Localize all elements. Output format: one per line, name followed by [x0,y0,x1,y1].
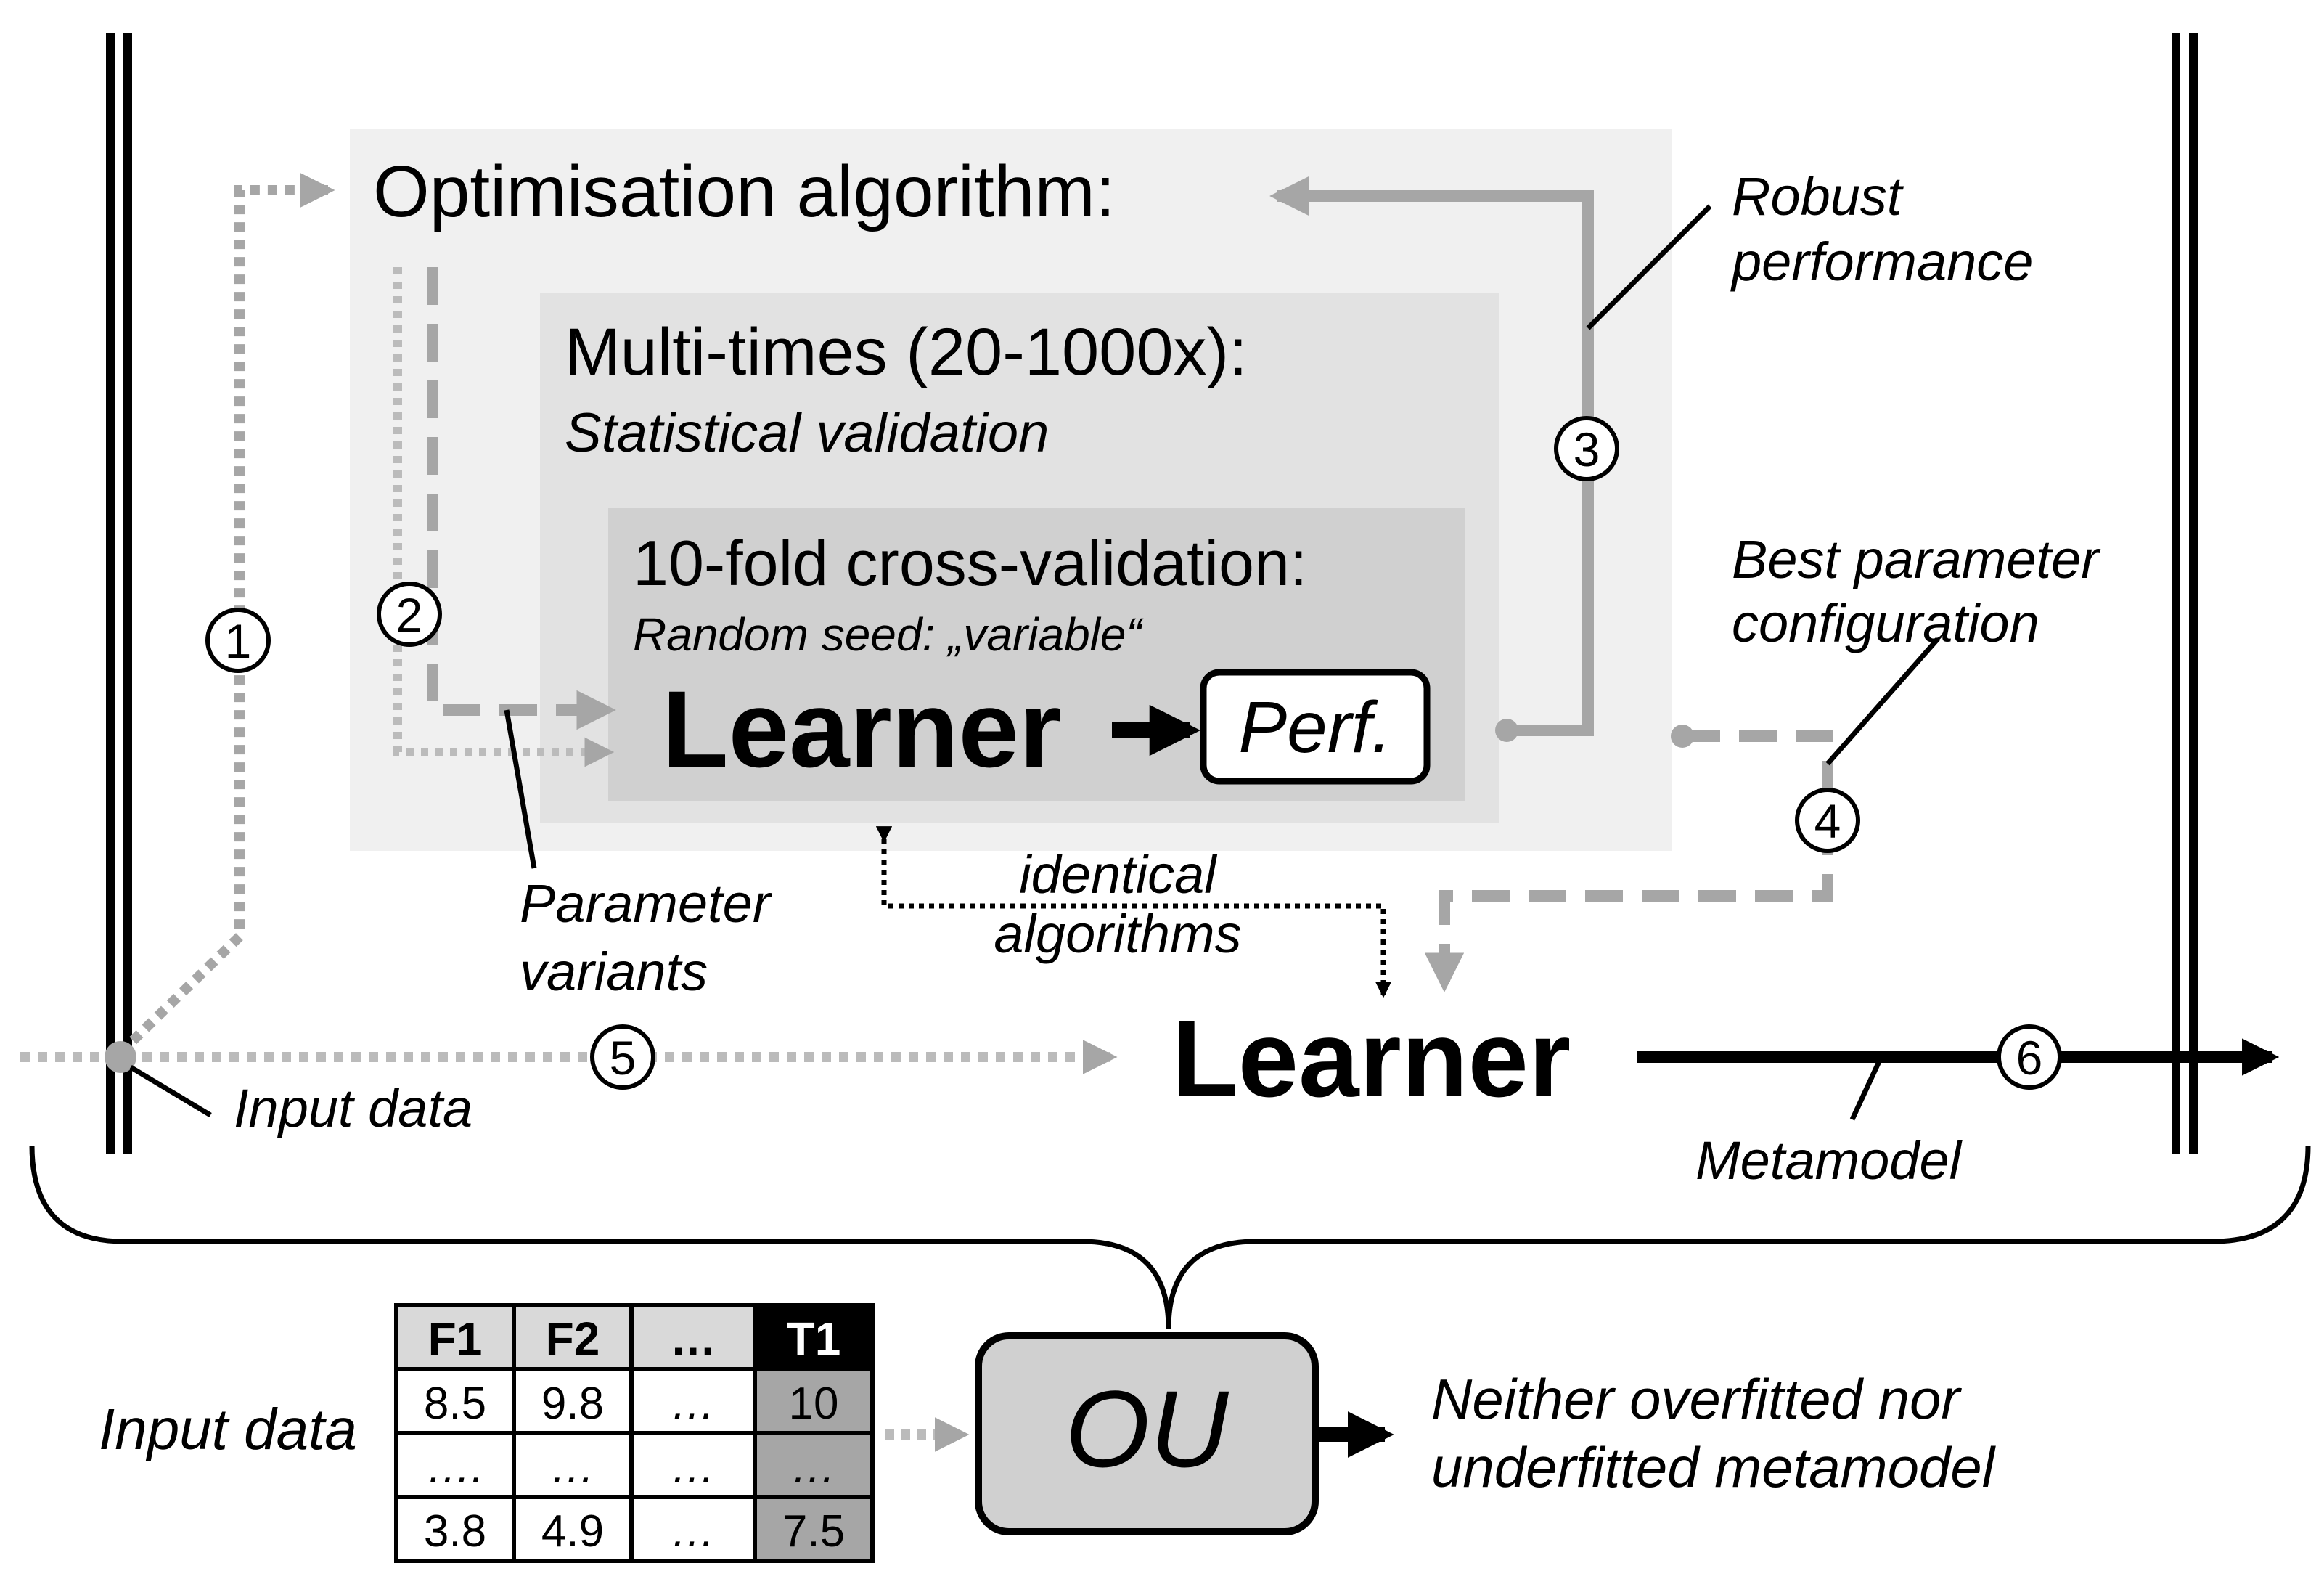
final-learner-label: Learner [1171,998,1571,1119]
input-data-table: F1 F2 … T1 8.5 9.8 … 10 …. … … … 3.8 4.9… [394,1303,875,1563]
step-2-label: 2 [396,588,423,642]
table-cell: … [550,1443,595,1493]
perf-label: Perf. [1238,687,1391,768]
grouping-brace [29,1145,2311,1329]
input-data-annotation: Input data [234,1078,472,1138]
result-label-1: Neither overfitted nor [1431,1367,1962,1431]
identical-algorithms-arrow [875,826,1392,998]
table-cell: 9.8 [541,1379,604,1429]
table-header-ellipsis: … [670,1313,716,1365]
step-1-label: 1 [225,614,252,668]
table-cell: 10 [789,1379,839,1429]
robust-label-1: Robust [1732,166,1904,227]
step-3-marker: 3 [1554,416,1619,481]
table-header-f2: F2 [546,1313,600,1365]
table-cell: … [671,1379,716,1429]
table-cell: … [671,1506,716,1557]
identical-label-1: identical [1019,844,1218,905]
best-config-label-2: configuration [1732,593,2039,653]
table-cell: 8.5 [424,1379,486,1429]
best-config-label-1: Best parameter [1732,529,2101,589]
step-2-marker: 2 [377,582,442,647]
multitimes-title: Multi-times (20-1000x): [565,315,1248,389]
right-border [2172,33,2198,1154]
input-data-dot [105,1041,136,1073]
step-5-marker: 5 [590,1024,655,1090]
table-cell: 3.8 [424,1506,486,1557]
path-4-arrow [1424,730,1833,992]
table-header-f1: F1 [428,1313,483,1365]
path-2-dashed-arrow [427,267,616,730]
bottom-input-label: Input data [99,1397,357,1461]
cv-title: 10-fold cross-validation: [633,527,1307,599]
step-3-label: 3 [1574,423,1600,476]
metamodel-label: Metamodel [1695,1130,1963,1191]
step-1-marker: 1 [205,608,271,673]
cv-learner-label: Learner [662,668,1061,790]
path-2-dotted-arrow [393,267,615,767]
identical-label-2: algorithms [994,904,1241,964]
step-6-label: 6 [2016,1031,2043,1085]
step-5-label: 5 [610,1031,637,1085]
left-border [106,33,132,1154]
result-label-2: underfitted metamodel [1431,1435,1997,1499]
robust-label-2: performance [1730,232,2033,292]
annotation-leaders [129,204,1940,1121]
param-variants-label-2: variants [520,942,708,1002]
param-variants-label-1: Parameter [520,873,773,934]
cv-subtitle: Random seed: „variable“ [633,608,1144,661]
multitimes-subtitle: Statistical validation [565,402,1049,464]
step-4-marker: 4 [1795,788,1860,853]
table-cell: 4.9 [541,1506,604,1557]
step-4-label: 4 [1814,794,1841,848]
table-cell: 7.5 [782,1506,845,1557]
perf-box [1200,669,1431,785]
ou-label: OU [1065,1368,1230,1490]
table-cell: …. [426,1443,483,1493]
step-6-marker: 6 [1997,1024,2062,1090]
table-cell: … [791,1443,836,1493]
table-cell: … [671,1443,716,1493]
optimisation-title: Optimisation algorithm: [373,151,1116,232]
table-header-t1: T1 [787,1313,841,1365]
